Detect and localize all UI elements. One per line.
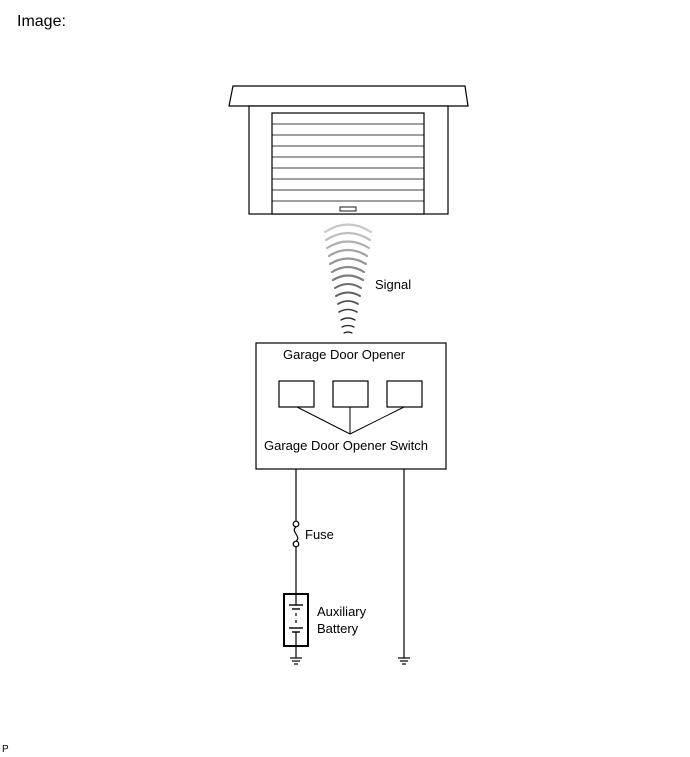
switch-label: Garage Door Opener Switch: [264, 438, 428, 453]
page-label: Image:: [17, 13, 66, 30]
signal-label: Signal: [375, 277, 411, 292]
battery-label-line2: Battery: [317, 621, 359, 636]
battery-icon: [283, 593, 309, 647]
fuse-label: Fuse: [305, 527, 334, 542]
ground-icon-right: [398, 657, 410, 665]
signal-waves-icon: [323, 223, 373, 334]
fuse-icon: [292, 520, 300, 548]
garage-icon: [228, 85, 469, 215]
switch-leader-lines: [296, 406, 405, 435]
figure-code: P: [2, 744, 9, 755]
opener-switch-3: [386, 380, 423, 408]
opener-switch-2: [332, 380, 369, 408]
opener-switch-1: [278, 380, 315, 408]
ground-icon-left: [290, 657, 302, 665]
opener-title: Garage Door Opener: [283, 347, 406, 362]
battery-label-line1: Auxiliary: [317, 604, 367, 619]
